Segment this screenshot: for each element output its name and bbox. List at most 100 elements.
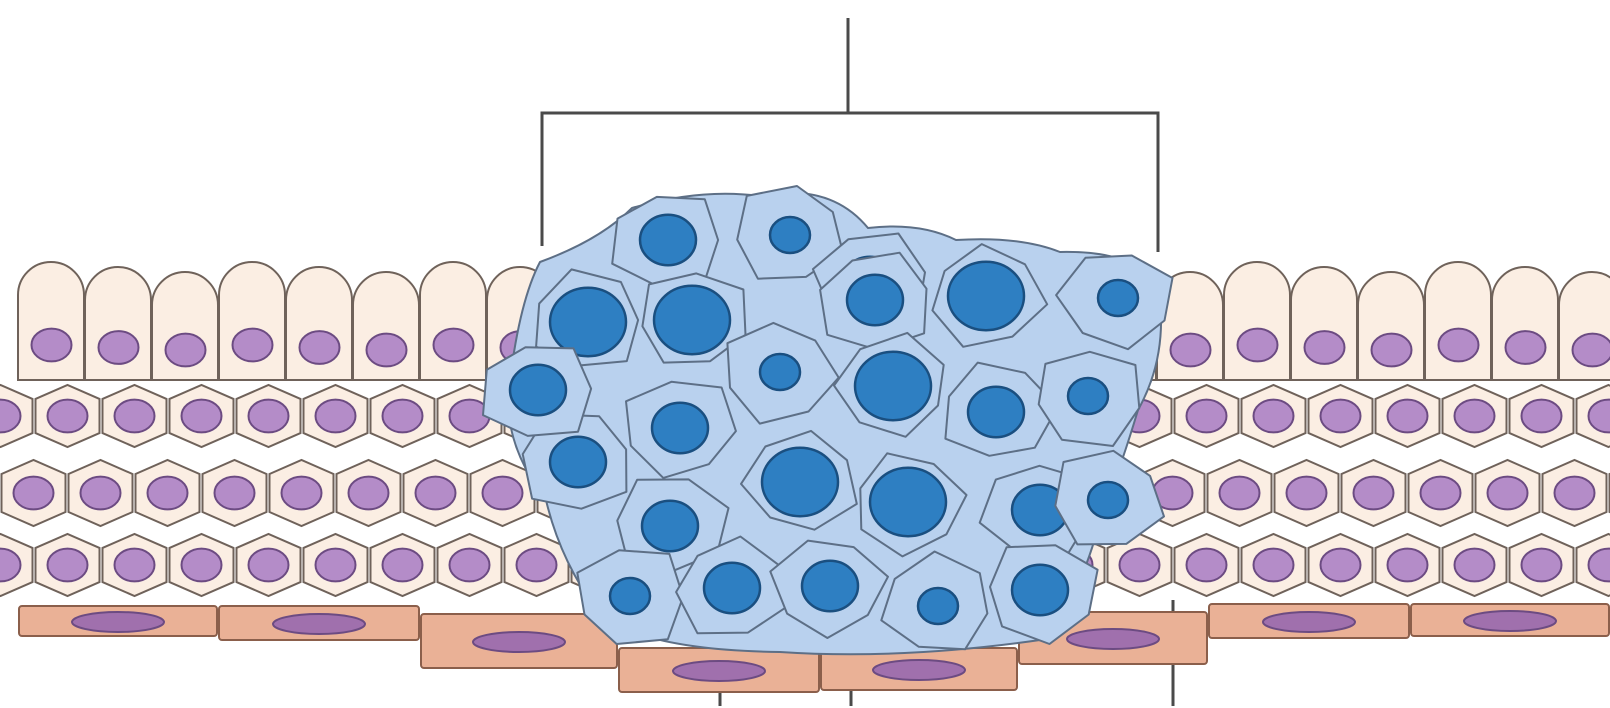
- cell-nucleus: [1254, 400, 1294, 433]
- cell-nucleus: [349, 477, 389, 510]
- cell-nucleus: [1354, 477, 1394, 510]
- epithelial-cell: [270, 460, 334, 526]
- tumor-cell: [1055, 451, 1164, 545]
- epithelial-cell: [237, 385, 301, 447]
- cell-nucleus: [450, 549, 490, 582]
- epithelial-cell: [85, 267, 151, 380]
- epithelial-cell: [1224, 262, 1290, 380]
- cell-nucleus: [182, 549, 222, 582]
- cell-nucleus: [166, 334, 206, 367]
- epithelial-cell: [0, 534, 33, 596]
- epithelial-cell: [1543, 460, 1607, 526]
- tumor-nucleus: [760, 354, 800, 390]
- epithelial-cell: [1291, 267, 1357, 380]
- cell-nucleus: [99, 331, 139, 364]
- epithelial-cell: [1275, 460, 1339, 526]
- tumor-nucleus: [855, 352, 931, 420]
- basement-cell: [19, 606, 217, 636]
- basement-nucleus: [72, 612, 164, 632]
- cell-nucleus: [1388, 400, 1428, 433]
- epithelial-cell: [471, 460, 535, 526]
- cell-nucleus: [1120, 549, 1160, 582]
- tumor-cell: [612, 197, 718, 286]
- cell-nucleus: [1455, 549, 1495, 582]
- cell-nucleus: [249, 549, 289, 582]
- cell-nucleus: [1171, 334, 1211, 367]
- basement-nucleus: [473, 632, 565, 652]
- cell-nucleus: [1321, 400, 1361, 433]
- cell-nucleus: [32, 329, 72, 362]
- tumor-nucleus: [1088, 482, 1128, 518]
- cell-nucleus: [383, 549, 423, 582]
- cell-nucleus: [115, 400, 155, 433]
- epithelial-cell: [1242, 534, 1306, 596]
- tumor-nucleus: [762, 448, 838, 516]
- epithelial-cell: [18, 262, 84, 380]
- epithelial-cell: [1175, 385, 1239, 447]
- epithelial-cell: [353, 272, 419, 380]
- cell-nucleus: [1506, 331, 1546, 364]
- epithelial-cell: [152, 272, 218, 380]
- epithelial-cell: [170, 534, 234, 596]
- tumor-nucleus: [847, 275, 903, 325]
- cell-nucleus: [483, 477, 523, 510]
- epithelial-cell: [36, 385, 100, 447]
- cell-nucleus: [1220, 477, 1260, 510]
- tumor-nucleus: [1012, 565, 1068, 615]
- cell-nucleus: [1455, 400, 1495, 433]
- tumor-nucleus: [948, 262, 1024, 330]
- epithelial-cell: [420, 262, 486, 380]
- cell-nucleus: [383, 400, 423, 433]
- epithelial-cell: [1577, 385, 1610, 447]
- epithelial-cell: [1409, 460, 1473, 526]
- cell-nucleus: [1187, 400, 1227, 433]
- epithelial-cell: [1242, 385, 1306, 447]
- cell-nucleus: [148, 477, 188, 510]
- epithelial-cell: [1559, 272, 1610, 380]
- cell-nucleus: [233, 329, 273, 362]
- basement-nucleus: [673, 661, 765, 681]
- cell-nucleus: [48, 400, 88, 433]
- epithelial-cell: [1309, 385, 1373, 447]
- basement-nucleus: [873, 660, 965, 680]
- tumor-nucleus: [640, 215, 696, 265]
- tumor-nucleus: [610, 578, 650, 614]
- epithelial-cell: [136, 460, 200, 526]
- cell-nucleus: [81, 477, 121, 510]
- epithelial-cell: [1443, 534, 1507, 596]
- epithelial-cell: [1175, 534, 1239, 596]
- cell-nucleus: [115, 549, 155, 582]
- cell-nucleus: [316, 400, 356, 433]
- epithelial-cell: [1309, 534, 1373, 596]
- tumor-nucleus: [510, 365, 566, 415]
- basement-cell: [619, 648, 819, 692]
- epithelial-cell: [1443, 385, 1507, 447]
- epithelial-cell: [1342, 460, 1406, 526]
- tumor-nucleus: [1068, 378, 1108, 414]
- basement-nucleus: [273, 614, 365, 634]
- cell-nucleus: [1372, 334, 1412, 367]
- tumor-nucleus: [968, 387, 1024, 437]
- tumor-nucleus: [642, 501, 698, 551]
- cell-nucleus: [1388, 549, 1428, 582]
- epithelial-cell: [1492, 267, 1558, 380]
- cell-nucleus: [1573, 334, 1610, 367]
- cell-nucleus: [1187, 549, 1227, 582]
- cell-nucleus: [300, 331, 340, 364]
- cell-nucleus: [182, 400, 222, 433]
- epithelial-cell: [1425, 262, 1491, 380]
- tumor-nucleus: [550, 437, 606, 487]
- epithelial-cell: [304, 534, 368, 596]
- cell-nucleus: [1238, 329, 1278, 362]
- cell-nucleus: [434, 329, 474, 362]
- epithelial-cell: [1358, 272, 1424, 380]
- epithelial-cell: [286, 267, 352, 380]
- epithelial-cell: [219, 262, 285, 380]
- epithelial-cell: [1476, 460, 1540, 526]
- tumor-nucleus: [652, 403, 708, 453]
- epithelial-cell: [1510, 534, 1574, 596]
- basement-nucleus: [1464, 611, 1556, 631]
- cell-nucleus: [316, 549, 356, 582]
- cell-nucleus: [517, 549, 557, 582]
